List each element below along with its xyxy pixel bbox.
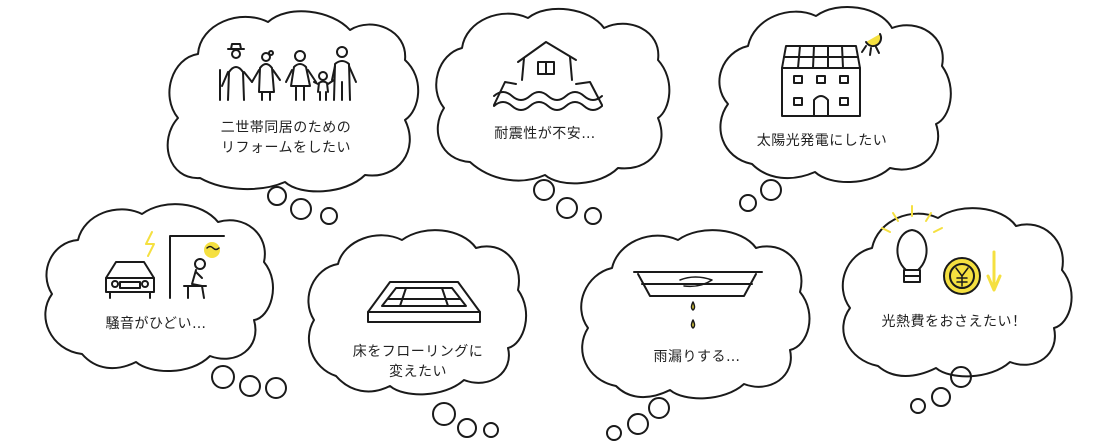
trail-dot (211, 365, 235, 389)
bubble-label-family: 二世帯同居のための リフォームをしたい (220, 120, 352, 156)
family-icon (219, 43, 357, 101)
solar-house-icon (781, 33, 883, 117)
trail-dot (483, 422, 499, 438)
flooded-house-icon (493, 41, 603, 111)
trail-dot (290, 198, 312, 220)
cloud-outline (580, 229, 811, 400)
bubble-family (166, 10, 420, 225)
trail-dot (950, 366, 972, 388)
cloud-outline (435, 7, 671, 185)
cloud-outline (166, 10, 420, 193)
trail-dot (556, 197, 578, 219)
bubble-label-earthquake: 耐震性が不安… (494, 126, 596, 142)
noisy-car-icon (105, 231, 225, 299)
cloud-outline (307, 229, 528, 396)
bubble-label-utility: 光熱費をおさえたい！ (881, 314, 1027, 330)
bubble-label-leak: 雨漏りする… (653, 349, 741, 365)
trail-dot (457, 418, 477, 438)
trail-dot (931, 387, 951, 407)
bubble-utility (841, 205, 1073, 414)
trail-dot (648, 397, 670, 419)
bubble-leak (580, 229, 811, 441)
cloud-outline (44, 203, 274, 372)
bubble-floor (307, 229, 528, 438)
trail-dot (533, 179, 555, 201)
cloud-outline (841, 207, 1073, 378)
trail-dot (606, 425, 622, 441)
bubble-earthquake (435, 7, 671, 225)
bubble-label-solar: 太陽光発電にしたい (756, 133, 888, 149)
trail-dot (265, 377, 287, 399)
bubble-label-floor: 床をフローリングに 変えたい (352, 344, 484, 380)
bubble-solar (718, 5, 952, 212)
trail-dot (239, 375, 261, 397)
bubble-noise (44, 203, 287, 399)
trail-dot (739, 194, 757, 212)
trail-dot (432, 402, 456, 426)
trail-dot (627, 413, 649, 435)
lightbulb-yen-icon (881, 205, 1002, 295)
trail-dot (320, 207, 338, 225)
bubble-label-noise: 騒音がひどい… (105, 316, 207, 332)
trail-dot (584, 207, 602, 225)
trail-dot (910, 398, 926, 414)
cloud-outline (718, 5, 952, 183)
roof-leak-icon (633, 271, 763, 329)
trail-dot (760, 179, 782, 201)
flooring-icon (367, 281, 481, 323)
trail-dot (267, 186, 287, 206)
